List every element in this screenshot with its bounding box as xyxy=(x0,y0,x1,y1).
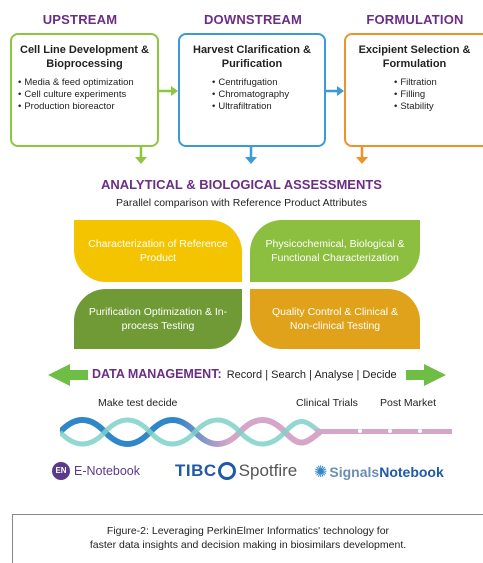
list-item: Ultrafiltration xyxy=(212,101,318,113)
arrow-down-icon xyxy=(135,147,147,164)
stage-upstream-box: Cell Line Development & Bioprocessing Me… xyxy=(10,33,159,147)
data-management-title: DATA MANAGEMENT: xyxy=(92,367,222,381)
quadrant-reference-product: Characterization of Reference Product xyxy=(74,220,242,282)
signals-text: Signals xyxy=(329,464,380,480)
double-arrow-icon xyxy=(48,364,446,386)
dna-helix-graphic xyxy=(60,417,452,447)
figure-caption-box: Figure-2: Leveraging PerkinElmer Informa… xyxy=(12,514,483,563)
timeline-label-left: Make test decide xyxy=(98,397,178,409)
arrow-down-icon xyxy=(356,147,368,164)
header-downstream: DOWNSTREAM xyxy=(203,12,303,27)
list-item: Centrifugation xyxy=(212,77,318,89)
list-item: Production bioreactor xyxy=(18,101,151,113)
caption-line-2: faster data insights and decision making… xyxy=(89,539,407,551)
tibco-ring-icon xyxy=(217,462,236,480)
notebook-text: Notebook xyxy=(379,464,444,480)
enotebook-badge-icon: EN xyxy=(52,462,70,480)
enotebook-text: E-Notebook xyxy=(74,464,141,478)
list-item: Filling xyxy=(394,89,477,101)
list-item: Media & feed optimization xyxy=(18,77,151,89)
list-item: Chromatography xyxy=(212,89,318,101)
list-item: Stability xyxy=(394,101,477,113)
arrow-right-icon xyxy=(326,86,344,96)
stage-downstream-box: Harvest Clarification & Purification Cen… xyxy=(178,33,326,147)
arrow-down-icon xyxy=(245,147,257,164)
header-formulation: FORMULATION xyxy=(366,12,464,27)
tibco-text: TIBC xyxy=(175,461,217,480)
timeline-label-mid: Clinical Trials xyxy=(296,397,358,409)
timeline-label-right: Post Market xyxy=(380,397,437,409)
stage-upstream-title: Cell Line Development & Bioprocessing xyxy=(20,44,149,70)
caption-line-1: Figure-2: Leveraging PerkinElmer Informa… xyxy=(106,525,390,537)
quadrant-physicochemical: Physicochemical, Biological & Functional… xyxy=(250,220,420,282)
quadrant-quality-control: Quality Control & Clinical & Non-clinica… xyxy=(250,289,420,349)
quadrant-purification: Purification Optimization & In-process T… xyxy=(74,289,242,349)
signals-star-icon: ✺ xyxy=(314,464,328,481)
data-management-steps: Record | Search | Analyse | Decide xyxy=(226,369,397,381)
spotfire-text: Spotfire xyxy=(238,461,298,480)
tibco-spotfire-logo: TIBC Spotfire xyxy=(175,461,297,481)
enotebook-logo: EN E-Notebook xyxy=(52,462,140,480)
assessments-title: ANALYTICAL & BIOLOGICAL ASSESSMENTS xyxy=(101,177,382,192)
stage-formulation-box: Excipient Selection & Formulation Filtra… xyxy=(344,33,483,147)
arrow-right-icon xyxy=(159,86,178,96)
header-upstream: UPSTREAM xyxy=(42,12,118,27)
signals-notebook-logo: ✺ Signals Notebook xyxy=(314,462,444,482)
assessments-subtitle: Parallel comparison with Reference Produ… xyxy=(116,197,367,209)
data-management-row: DATA MANAGEMENT: Record | Search | Analy… xyxy=(92,367,408,381)
stage-downstream-title: Harvest Clarification & Purification xyxy=(193,44,311,70)
stage-formulation-title: Excipient Selection & Formulation xyxy=(358,44,471,70)
list-item: Filtration xyxy=(394,77,477,89)
list-item: Cell culture experiments xyxy=(18,89,151,101)
